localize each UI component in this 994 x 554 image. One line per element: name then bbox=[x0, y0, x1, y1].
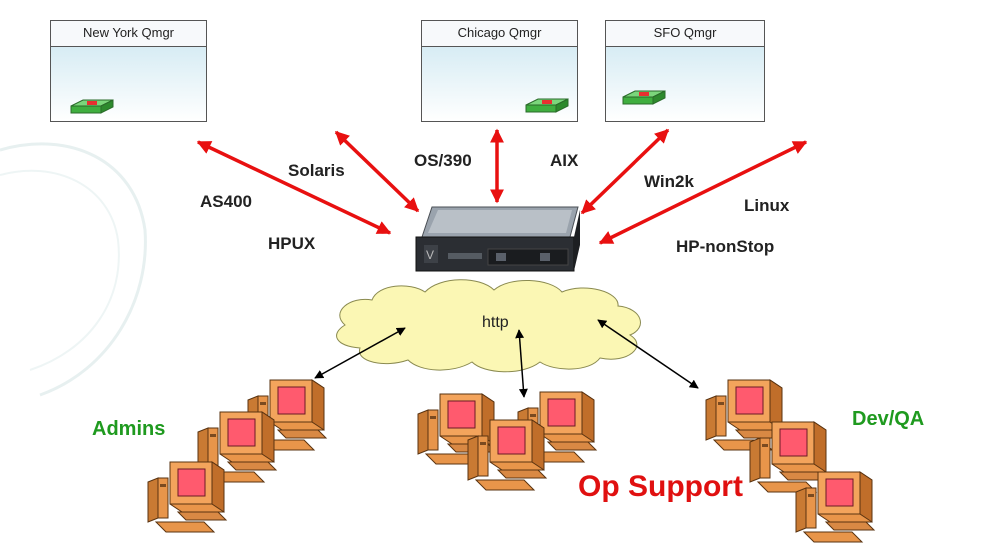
new-york-qmgr-window: New York Qmgr bbox=[50, 20, 207, 122]
arrow-linux bbox=[598, 140, 808, 245]
arrow-solaris bbox=[334, 130, 420, 213]
label-devqa: Dev/QA bbox=[852, 408, 925, 430]
arrow-admins bbox=[314, 327, 406, 379]
label-op-support: Op Support bbox=[578, 470, 743, 503]
label-aix: AIX bbox=[550, 151, 579, 170]
arrow-devqa bbox=[597, 319, 699, 389]
label-os390: OS/390 bbox=[414, 151, 472, 170]
label-admins: Admins bbox=[92, 418, 166, 440]
label-hp-nonstop: HP-nonStop bbox=[676, 237, 775, 256]
chicago-qmgr-title: Chicago Qmgr bbox=[422, 21, 577, 47]
computer-icon bbox=[795, 471, 875, 543]
label-linux: Linux bbox=[744, 196, 790, 215]
label-as400: AS400 bbox=[200, 192, 252, 211]
computer-icon bbox=[147, 461, 227, 533]
arrow-opsupport bbox=[515, 329, 528, 398]
label-win2k: Win2k bbox=[644, 172, 694, 191]
http-label: http bbox=[482, 314, 509, 331]
new-york-qmgr-title: New York Qmgr bbox=[51, 21, 206, 47]
sfo-qmgr-window: SFO Qmgr bbox=[605, 20, 765, 122]
label-solaris: Solaris bbox=[288, 161, 345, 180]
label-hpux: HPUX bbox=[268, 234, 316, 253]
qmgr-queue-icon bbox=[622, 90, 666, 105]
qmgr-queue-icon bbox=[525, 98, 569, 113]
sfo-qmgr-title: SFO Qmgr bbox=[606, 21, 764, 47]
svg-text:V: V bbox=[426, 248, 434, 262]
arrow-ny bbox=[196, 140, 392, 235]
chicago-qmgr-window: Chicago Qmgr bbox=[421, 20, 578, 122]
qmgr-queue-icon bbox=[70, 99, 114, 114]
server-appliance-icon: V bbox=[415, 206, 580, 272]
